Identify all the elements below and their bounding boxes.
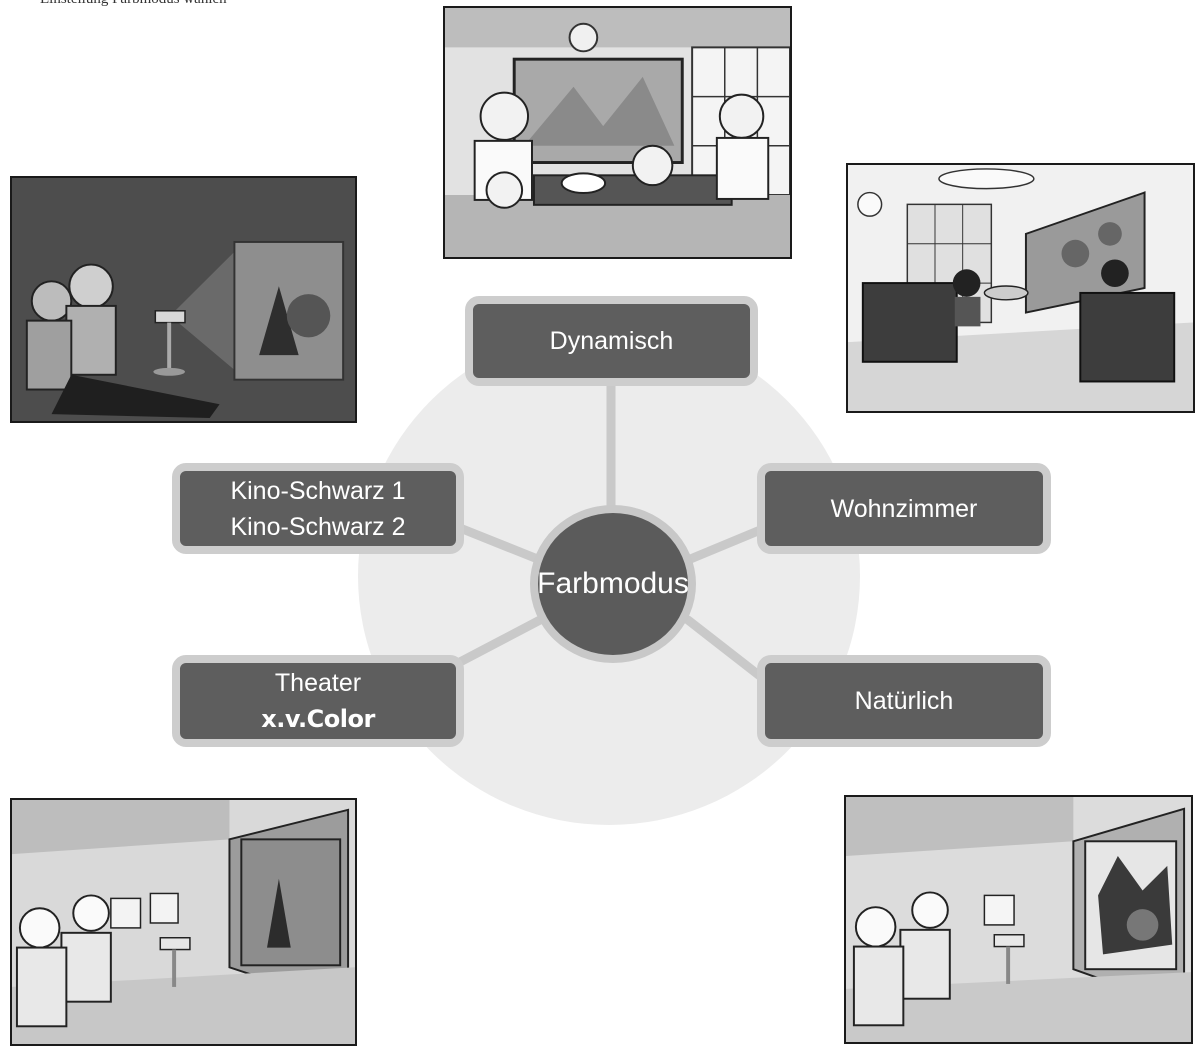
connector-theater — [455, 615, 545, 667]
scene-dynamic-illustration — [443, 6, 792, 259]
connector-living-room — [683, 523, 770, 565]
mode-theater: Theater x.v.Color — [172, 655, 464, 747]
mode-dynamic: Dynamisch — [465, 296, 758, 386]
scene-theater-illustration — [10, 798, 357, 1046]
header-caption: Einstellung Farbmodus wählen — [40, 0, 227, 8]
mode-living-room: Wohnzimmer — [757, 463, 1051, 554]
mode-natural: Natürlich — [757, 655, 1051, 747]
color-mode-hub-label: Farbmodus — [537, 567, 689, 600]
mode-dynamic-label: Dynamisch — [549, 327, 674, 355]
connector-natural — [683, 615, 770, 685]
mode-theater-label-1: Theater — [274, 669, 362, 697]
connector-cinema — [455, 523, 545, 565]
mode-theater-label-2: x.v.Color — [261, 705, 375, 733]
mode-living-room-label: Wohnzimmer — [830, 494, 978, 523]
mode-natural-label: Natürlich — [854, 687, 954, 715]
scene-living-room-illustration — [846, 163, 1195, 413]
mode-cinema-label-2: Kino-Schwarz 2 — [230, 512, 406, 541]
scene-cinema-illustration — [10, 176, 357, 423]
mode-cinema: Kino-Schwarz 1 Kino-Schwarz 2 — [172, 463, 464, 554]
color-mode-hub: Farbmodus — [530, 505, 696, 663]
scene-natural-illustration — [844, 795, 1193, 1044]
mode-cinema-label-1: Kino-Schwarz 1 — [230, 476, 406, 505]
